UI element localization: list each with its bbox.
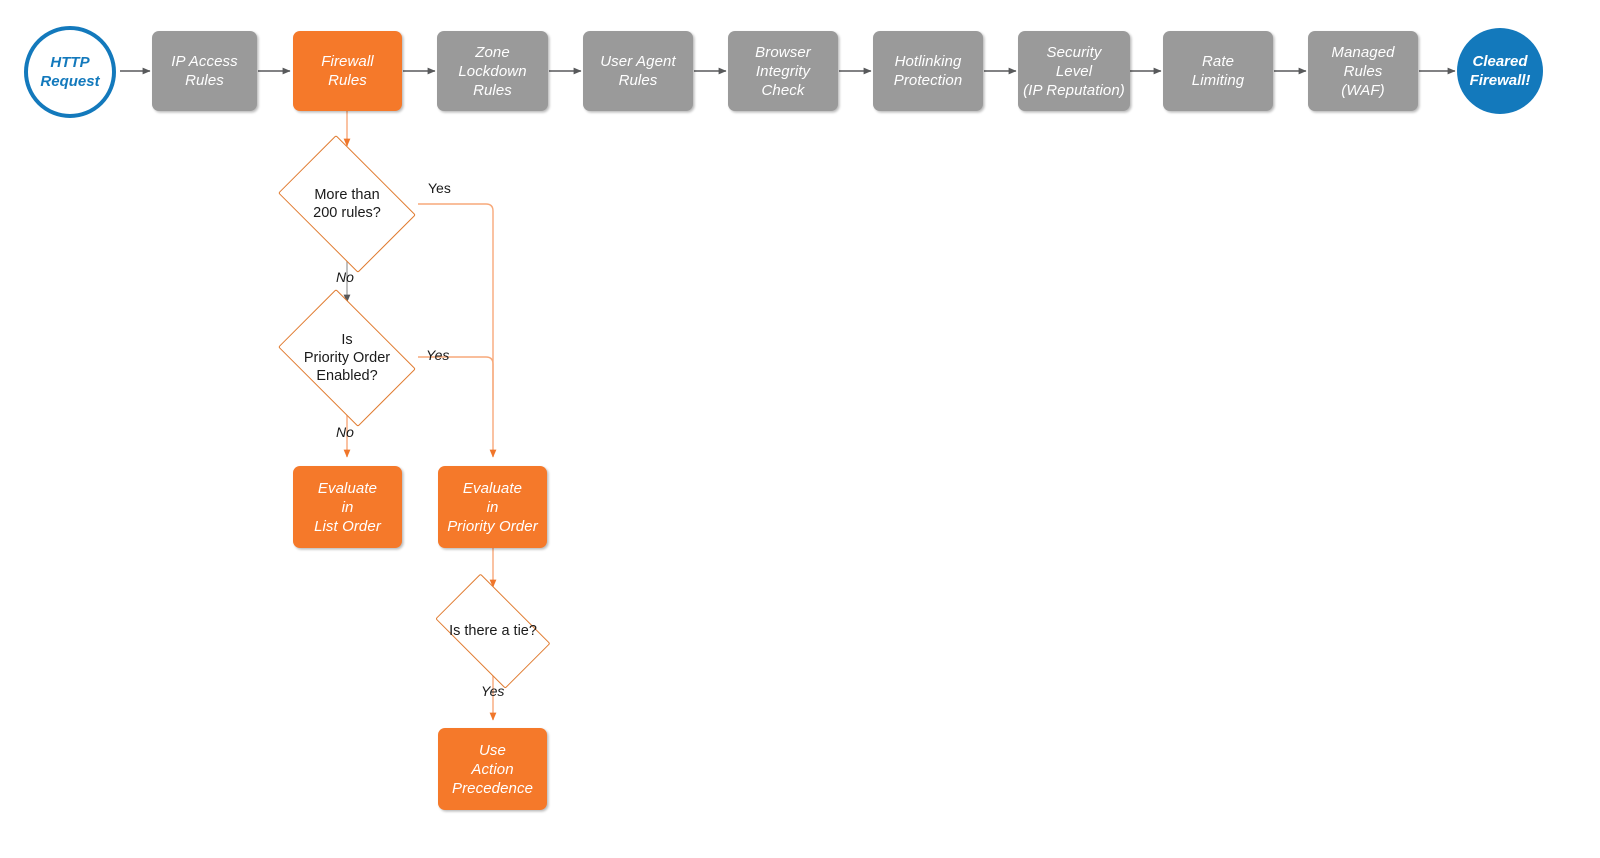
node-cleared-firewall[interactable]: Cleared Firewall! bbox=[1457, 28, 1543, 114]
node-zone-lockdown-rules[interactable]: Zone Lockdown Rules bbox=[437, 31, 548, 111]
node-rate-limiting-label: Rate Limiting bbox=[1191, 53, 1245, 89]
edge-label-no-more-than-200-rules: No bbox=[336, 269, 354, 285]
node-user-agent-rules[interactable]: User Agent Rules bbox=[583, 31, 693, 111]
decision-more-than-200-rules-label: More than 200 rules? bbox=[313, 187, 381, 221]
node-hotlinking-protection-label: Hotlinking Protection bbox=[893, 53, 963, 89]
node-use-action-precedence-label: Use Action Precedence bbox=[451, 741, 534, 797]
decision-is-there-a-tie-label: Is there a tie? bbox=[449, 623, 537, 639]
node-ip-access-rules-label: IP Access Rules bbox=[171, 53, 238, 89]
node-firewall-rules[interactable]: Firewall Rules bbox=[293, 31, 402, 111]
edge-label-yes-priority-order-enabled: Yes bbox=[426, 347, 450, 363]
node-browser-integrity-check-label: Browser Integrity Check bbox=[755, 43, 811, 99]
node-security-level-label: Security Level (IP Reputation) bbox=[1023, 43, 1125, 99]
node-evaluate-in-list-order-label: Evaluate in List Order bbox=[314, 479, 381, 535]
node-ip-access-rules[interactable]: IP Access Rules bbox=[152, 31, 257, 111]
node-http-request[interactable]: HTTP Request bbox=[24, 26, 116, 118]
edge-label-yes-is-there-a-tie: Yes bbox=[481, 683, 505, 699]
node-firewall-rules-label: Firewall Rules bbox=[321, 53, 374, 89]
edge-label-yes-more-than-200-rules: Yes bbox=[428, 180, 451, 196]
decision-priority-order-enabled-label: Is Priority Order Enabled? bbox=[303, 332, 391, 384]
node-managed-rules-waf[interactable]: Managed Rules (WAF) bbox=[1308, 31, 1418, 111]
node-evaluate-in-priority-order[interactable]: Evaluate in Priority Order bbox=[438, 466, 547, 548]
node-managed-rules-waf-label: Managed Rules (WAF) bbox=[1331, 43, 1395, 99]
decision-is-there-a-tie[interactable]: Is there a tie? bbox=[423, 573, 563, 689]
node-evaluate-in-priority-order-label: Evaluate in Priority Order bbox=[447, 479, 538, 535]
decision-priority-order-enabled[interactable]: Is Priority Order Enabled? bbox=[267, 289, 427, 427]
node-user-agent-rules-label: User Agent Rules bbox=[600, 53, 676, 89]
node-zone-lockdown-rules-label: Zone Lockdown Rules bbox=[458, 43, 527, 99]
edge-priority-order-yes bbox=[418, 356, 494, 400]
node-hotlinking-protection[interactable]: Hotlinking Protection bbox=[873, 31, 983, 111]
node-use-action-precedence[interactable]: Use Action Precedence bbox=[438, 728, 547, 810]
node-rate-limiting[interactable]: Rate Limiting bbox=[1163, 31, 1273, 111]
node-evaluate-in-list-order[interactable]: Evaluate in List Order bbox=[293, 466, 402, 548]
edge-more-than-200-yes bbox=[418, 203, 497, 458]
edge-label-no-priority-order-enabled: No bbox=[336, 424, 354, 440]
node-browser-integrity-check[interactable]: Browser Integrity Check bbox=[728, 31, 838, 111]
node-http-request-label: HTTP Request bbox=[40, 54, 100, 90]
decision-more-than-200-rules[interactable]: More than 200 rules? bbox=[267, 135, 427, 273]
node-cleared-firewall-label: Cleared Firewall! bbox=[1469, 53, 1531, 89]
node-security-level[interactable]: Security Level (IP Reputation) bbox=[1018, 31, 1130, 111]
